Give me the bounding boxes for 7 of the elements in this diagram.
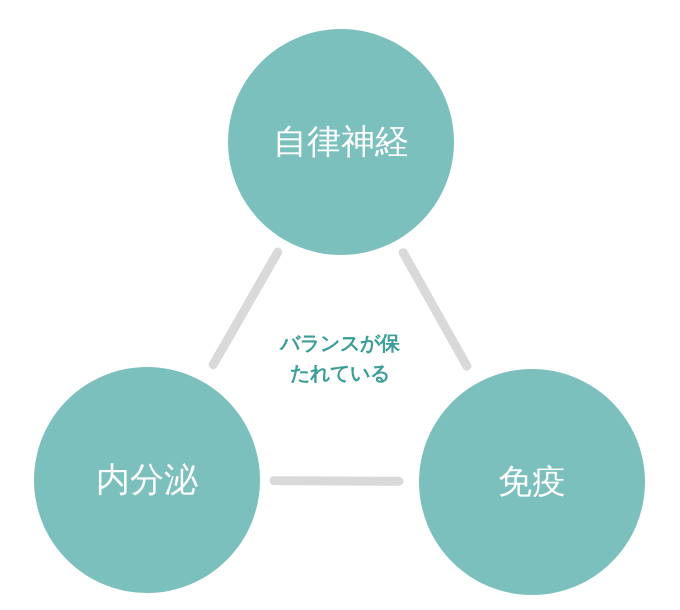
center-caption: バランスが保たれている (278, 330, 401, 387)
node-label: 自律神経 (273, 121, 409, 164)
node-label: 内分泌 (96, 459, 198, 502)
connector-line (398, 248, 472, 371)
connector-line (270, 476, 404, 486)
connector-line (208, 248, 282, 370)
node-label: 免疫 (498, 461, 566, 504)
